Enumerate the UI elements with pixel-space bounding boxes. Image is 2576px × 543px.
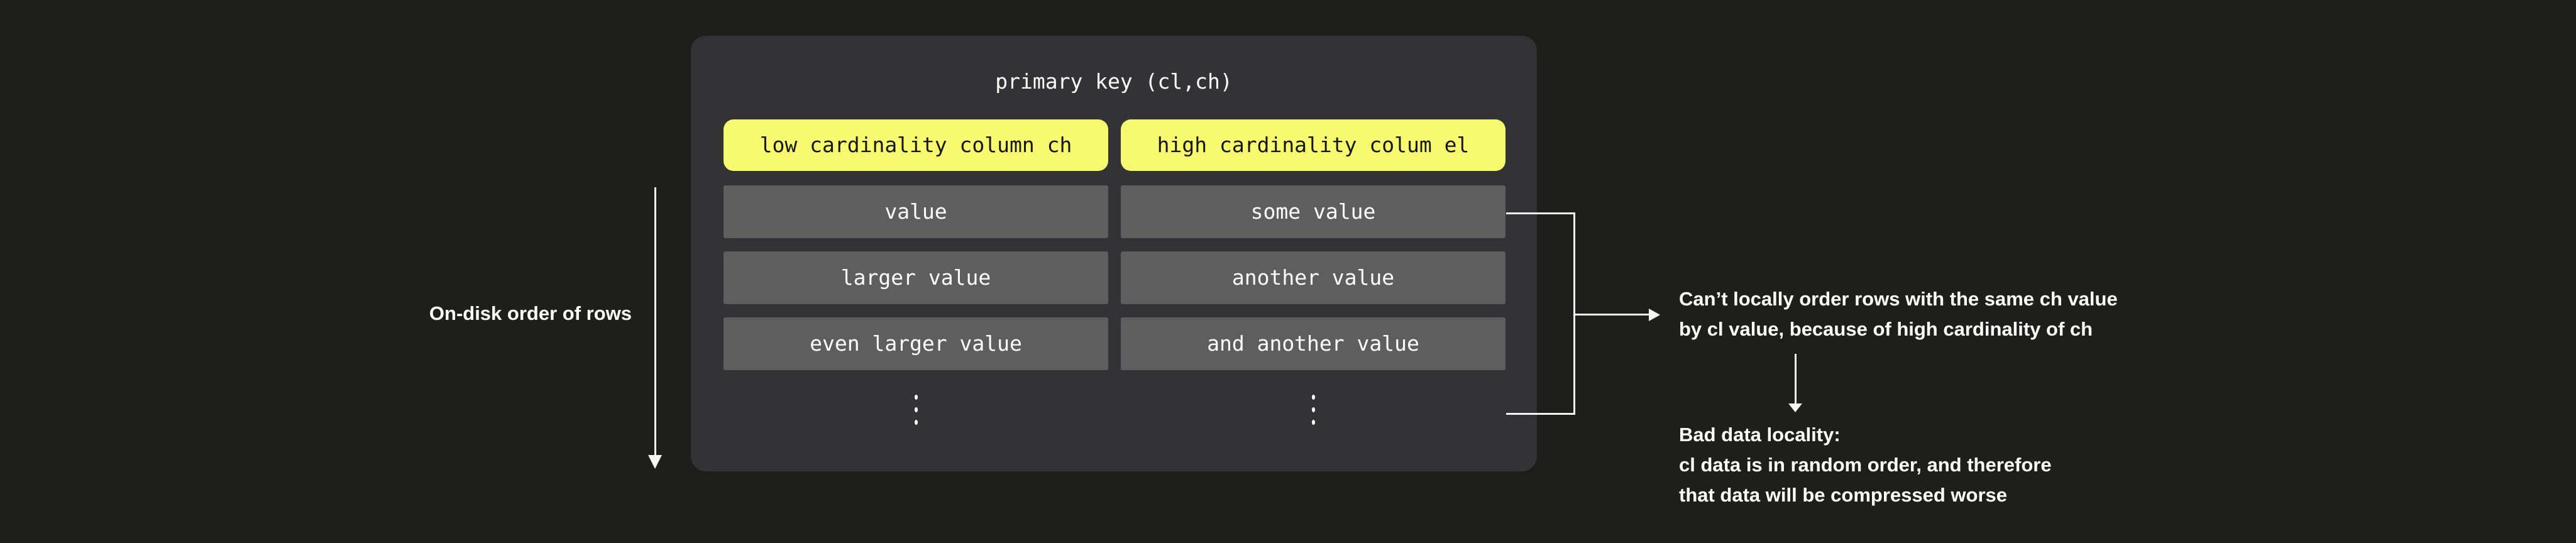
down-arrow-icon bbox=[1788, 403, 1802, 412]
annotation-cant-order: Can’t locally order rows with the same c… bbox=[1679, 284, 2118, 344]
annotation-bad-locality: Bad data locality: cl data is in random … bbox=[1679, 420, 2052, 510]
ellipsis-dot bbox=[1311, 420, 1315, 425]
annotation-line: cl data is in random order, and therefor… bbox=[1679, 454, 2052, 476]
table-cell: even larger value bbox=[724, 317, 1108, 370]
on-disk-order-arrow-line bbox=[654, 187, 656, 455]
annotation-line: Can’t locally order rows with the same c… bbox=[1679, 288, 2118, 310]
bracket-spine-line bbox=[1573, 212, 1575, 415]
bracket-arrow-line bbox=[1575, 314, 1649, 315]
annotation-line: Bad data locality: bbox=[1679, 424, 1841, 446]
annotation-line: that data will be compressed worse bbox=[1679, 484, 2007, 506]
vertical-ellipsis-icon bbox=[1121, 395, 1505, 425]
on-disk-order-label: On-disk order of rows bbox=[429, 302, 632, 324]
table-cell: some value bbox=[1121, 185, 1505, 238]
column-header-low-cardinality: low cardinality column ch bbox=[724, 119, 1108, 171]
right-arrow-icon bbox=[1649, 309, 1660, 321]
ellipsis-dot bbox=[1311, 395, 1315, 400]
ellipsis-dot bbox=[914, 420, 918, 425]
ellipsis-dot bbox=[914, 395, 918, 400]
table-cell: larger value bbox=[724, 251, 1108, 304]
table-cell: another value bbox=[1121, 251, 1505, 304]
annotation-line: by cl value, because of high cardinality… bbox=[1679, 318, 2093, 340]
vertical-ellipsis-icon bbox=[724, 395, 1108, 425]
down-arrow-icon bbox=[648, 455, 662, 469]
table-cell: value bbox=[724, 185, 1108, 238]
column-header-high-cardinality: high cardinality colum el bbox=[1121, 119, 1505, 171]
bracket-bottom-line bbox=[1506, 413, 1575, 415]
panel-title: primary key (cl,ch) bbox=[995, 69, 1233, 94]
ellipsis-dot bbox=[914, 407, 918, 412]
table-cell: and another value bbox=[1121, 317, 1505, 370]
ellipsis-dot bbox=[1311, 407, 1315, 412]
annotation-connector-line bbox=[1795, 354, 1797, 403]
bracket-top-line bbox=[1506, 212, 1575, 214]
